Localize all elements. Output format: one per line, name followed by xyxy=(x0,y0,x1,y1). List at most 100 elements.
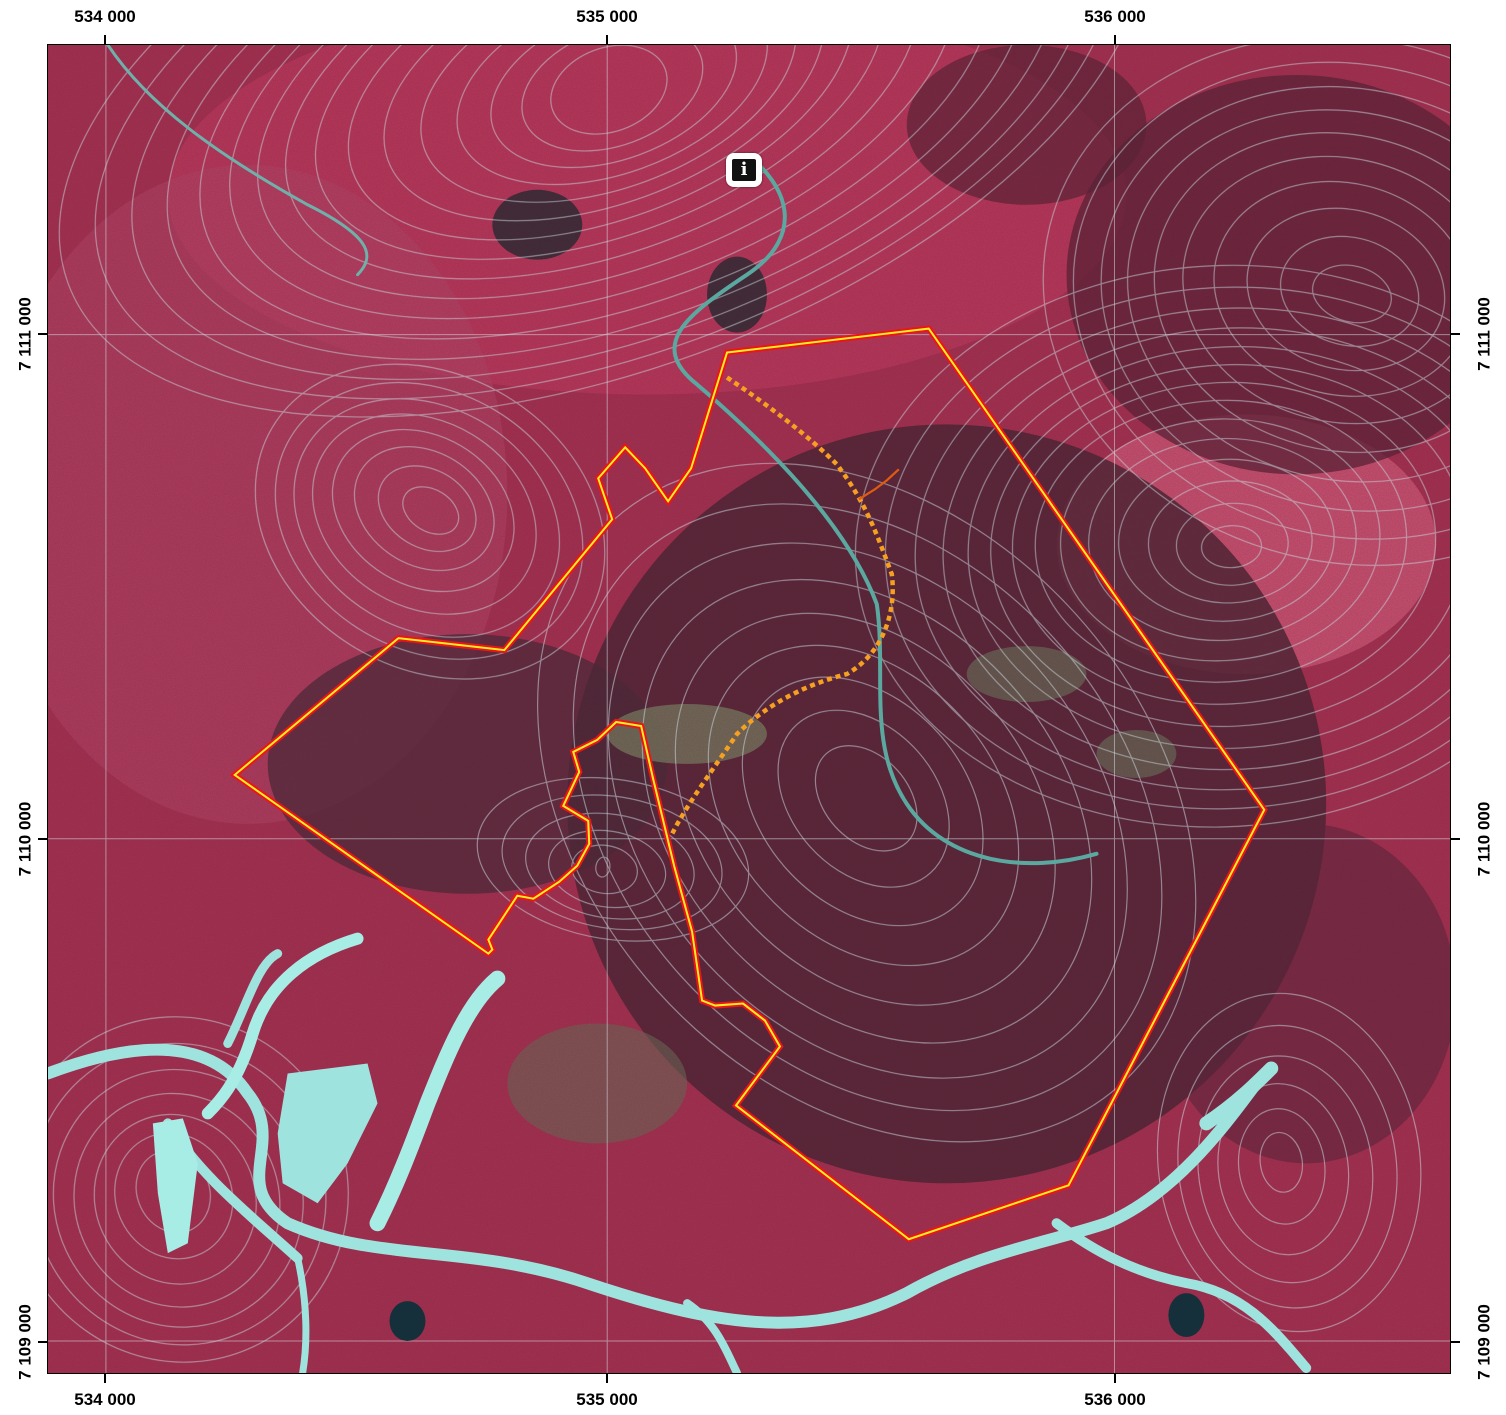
contour-line xyxy=(229,45,994,320)
tick-mark-top-536000 xyxy=(1114,35,1116,44)
ponds xyxy=(152,1063,1205,1342)
contour-line xyxy=(1311,264,1392,324)
contour-line xyxy=(914,307,1450,791)
contour-line xyxy=(777,709,950,888)
tick-mark-bottom-536000 xyxy=(1114,1374,1116,1383)
contour-line xyxy=(1153,132,1450,453)
info-glyph: i xyxy=(732,159,756,181)
pond-south-2 xyxy=(1168,1293,1205,1338)
tick-mark-top-534000 xyxy=(104,35,106,44)
contour-line xyxy=(199,45,1029,340)
contour-line xyxy=(1200,525,1263,569)
contour-line xyxy=(674,612,1056,1006)
contour-line xyxy=(521,45,704,152)
contour-line xyxy=(1072,61,1450,540)
tailings-channel-2 xyxy=(201,932,364,1120)
y-tick-label-right: 7 111 000 xyxy=(1474,297,1494,371)
reserve-boundary-inner xyxy=(233,327,1266,1241)
tailings-channel xyxy=(369,970,506,1232)
tailings-pond-2 xyxy=(152,1118,198,1254)
map-frame[interactable] xyxy=(47,44,1451,1374)
contour-line xyxy=(548,829,667,909)
contour-line xyxy=(1279,235,1420,347)
contour-line xyxy=(1259,1131,1304,1193)
river-southeast xyxy=(1199,1061,1279,1131)
tick-mark-bottom-534000 xyxy=(104,1374,106,1383)
contour-line xyxy=(311,413,537,615)
contour-line xyxy=(347,45,854,241)
tick-mark-right-7111000 xyxy=(1451,333,1460,335)
contour-line xyxy=(131,45,1090,381)
contour-line xyxy=(420,45,797,203)
contour-line xyxy=(58,45,1147,418)
contour-line xyxy=(1217,1083,1350,1256)
creek-north xyxy=(672,152,1099,866)
x-tick-label-bottom: 535 000 xyxy=(576,1390,638,1409)
aerial-map[interactable] xyxy=(48,45,1450,1373)
contour-line xyxy=(1175,502,1289,586)
contour-line xyxy=(1100,86,1450,512)
river-east xyxy=(1051,1218,1312,1373)
contour-line xyxy=(1177,1024,1398,1309)
contour-line xyxy=(257,45,957,300)
info-icon[interactable]: i xyxy=(726,153,762,187)
river-west-arm xyxy=(223,949,283,1048)
contour-line xyxy=(501,794,723,931)
stream-segment xyxy=(858,468,900,501)
y-tick-label-right: 7 109 000 xyxy=(1474,1304,1494,1380)
hiking-trail xyxy=(670,375,895,835)
coordinate-grid xyxy=(48,45,1450,1373)
x-tick-label-top: 535 000 xyxy=(576,7,638,26)
contour-line xyxy=(383,45,825,222)
contour-line xyxy=(1147,480,1313,604)
contour-line xyxy=(402,486,460,535)
contour-line xyxy=(73,1092,281,1308)
contour-line xyxy=(1156,992,1422,1333)
contour-line xyxy=(942,327,1450,771)
x-tick-label-top: 536 000 xyxy=(1084,7,1146,26)
contour-line xyxy=(967,346,1450,750)
contour-line xyxy=(114,1132,234,1260)
contour-line xyxy=(1197,1055,1374,1284)
tick-mark-right-7109000 xyxy=(1451,1341,1460,1343)
contour-line xyxy=(476,776,750,942)
y-tick-label-left: 7 110 000 xyxy=(15,801,35,877)
contour-line xyxy=(641,579,1093,1044)
contour-line xyxy=(607,542,1128,1079)
contour-line xyxy=(353,446,495,572)
pond-south-1 xyxy=(389,1301,426,1342)
water-features xyxy=(48,45,1312,1373)
contour-line xyxy=(1246,207,1446,372)
creek-nw xyxy=(106,45,369,277)
contour-line xyxy=(314,45,886,260)
contour-line xyxy=(854,264,1450,828)
contour-line xyxy=(1034,399,1408,683)
contour-line xyxy=(1117,458,1335,622)
tailings-pond xyxy=(277,1063,378,1204)
contour-line xyxy=(1237,1108,1326,1225)
contour-line xyxy=(1182,155,1450,425)
contour-line xyxy=(166,45,1061,360)
x-tick-label-top: 534 000 xyxy=(74,7,136,26)
contour-lines xyxy=(48,45,1450,1363)
contour-line xyxy=(490,45,738,169)
x-tick-label-bottom: 536 000 xyxy=(1084,1390,1146,1409)
contour-line xyxy=(572,503,1163,1112)
contour-line xyxy=(884,286,1450,810)
contour-line xyxy=(331,428,515,593)
contour-line xyxy=(595,856,611,878)
y-tick-label-left: 7 109 000 xyxy=(15,1304,35,1380)
contour-line xyxy=(814,745,918,852)
river-south xyxy=(48,1043,1263,1329)
contour-line xyxy=(1059,418,1381,662)
tick-mark-left-7109000 xyxy=(38,1341,47,1343)
contour-line xyxy=(525,812,695,920)
x-tick-label-bottom: 534 000 xyxy=(74,1390,136,1409)
tick-mark-bottom-535000 xyxy=(606,1374,608,1383)
tick-mark-left-7110000 xyxy=(38,838,47,840)
contour-line xyxy=(741,676,984,927)
contour-line xyxy=(377,465,477,553)
contour-line xyxy=(550,45,668,135)
y-tick-label-right: 7 110 000 xyxy=(1474,801,1494,877)
contour-line xyxy=(571,844,638,895)
